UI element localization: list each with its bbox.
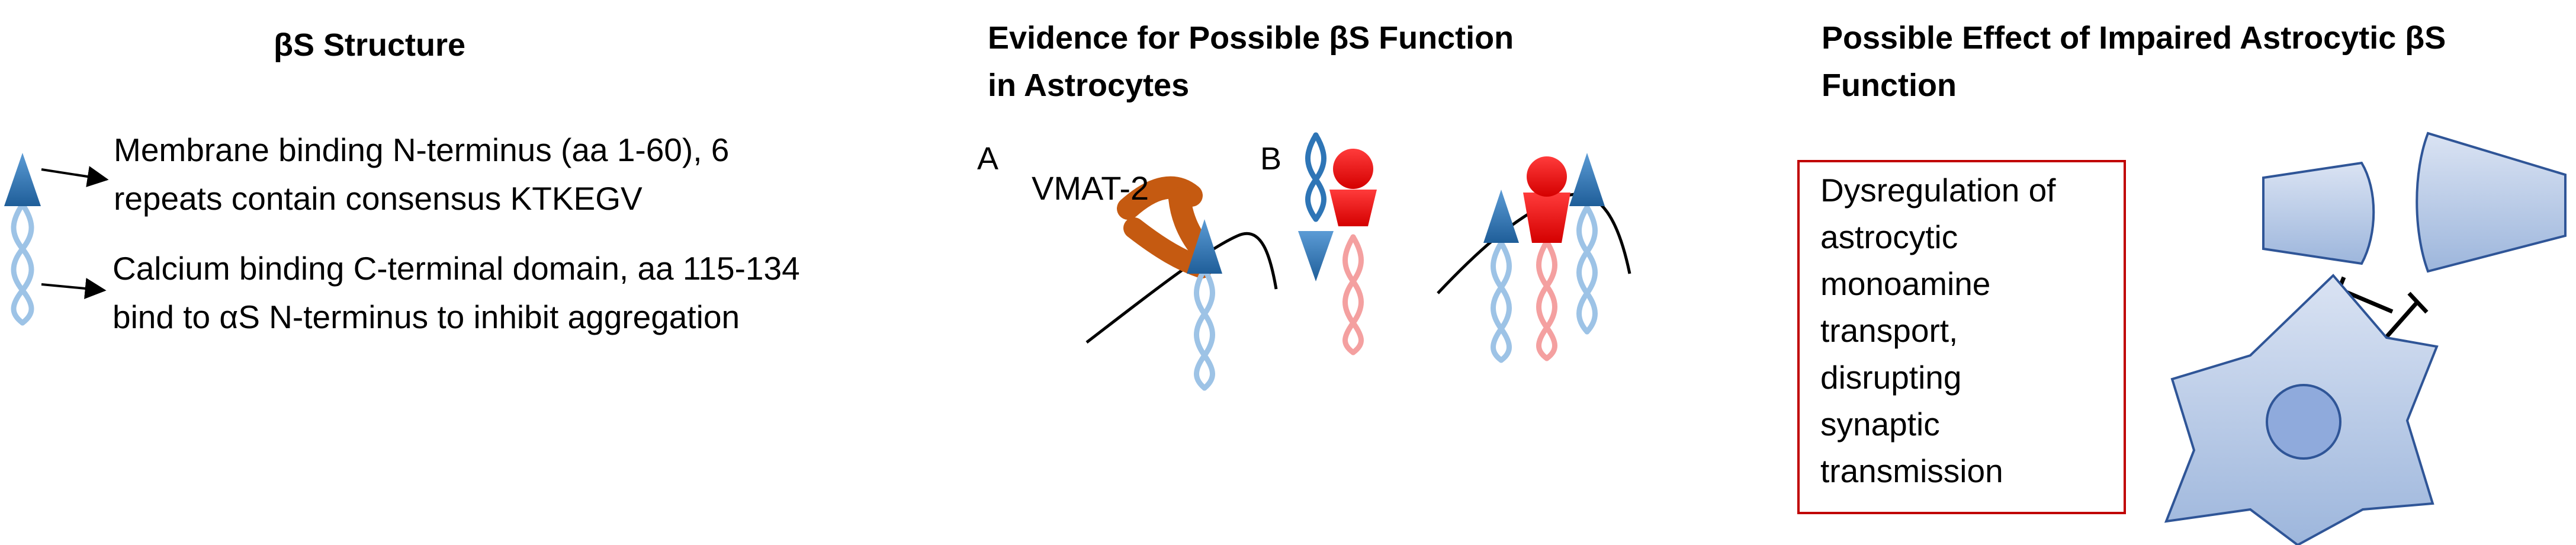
effect-line: transport, [1820, 312, 1958, 349]
c-terminus-description: Calcium binding C-terminal domain, aa 11… [113, 250, 800, 335]
vmat2-label: VMAT-2 [1032, 169, 1149, 207]
impaired-function-title-line2: Function [1822, 68, 1957, 103]
effect-line: disrupting [1820, 359, 1962, 396]
n-terminus-arrow [41, 166, 109, 187]
helix-strand [11, 201, 34, 326]
postsynaptic-neuron-icon [2416, 132, 2567, 273]
beta-synuclein-inverted-icon [1298, 132, 1334, 281]
effect-line: transmission [1820, 453, 2003, 489]
presynaptic-neuron-icon [2262, 161, 2375, 265]
effect-box-text: Dysregulation of astrocytic monoamine tr… [1820, 167, 2122, 495]
beta-synuclein-structure-title: βS Structure [274, 27, 466, 63]
effect-box [1797, 160, 2126, 514]
effect-line: astrocytic [1820, 219, 1958, 255]
effect-line: synaptic [1820, 406, 1940, 443]
membrane-curve [1085, 232, 1278, 344]
beta-synuclein-left-icon [1483, 190, 1519, 363]
beta-synuclein-panel-a-icon [1187, 219, 1222, 391]
beta-synuclein-right-icon [1569, 153, 1605, 335]
c-terminus-arrow [41, 278, 107, 299]
effect-line: monoamine [1820, 265, 1991, 302]
impaired-function-title-line1: Possible Effect of Impaired Astrocytic β… [1822, 20, 2446, 56]
astrocyte-nucleus [2266, 384, 2341, 460]
helix-strand [11, 201, 34, 326]
panel-a-label: A [977, 141, 999, 177]
effect-line: Dysregulation of [1820, 172, 2056, 209]
alpha-synuclein-complex-icon [1523, 156, 1570, 361]
astrocyte-icon [2164, 274, 2439, 545]
n-terminus-description: Membrane binding N-terminus (aa 1-60), 6… [114, 132, 730, 217]
panel-b-label: B [1260, 141, 1282, 177]
alpha-synuclein-panel-b-icon [1329, 149, 1377, 355]
beta-synuclein-structure-icon [4, 153, 41, 326]
n-terminus-triangle [4, 153, 41, 206]
evidence-title-line1: Evidence for Possible βS Function [988, 20, 1514, 56]
evidence-title-line2: in Astrocytes [988, 68, 1190, 103]
